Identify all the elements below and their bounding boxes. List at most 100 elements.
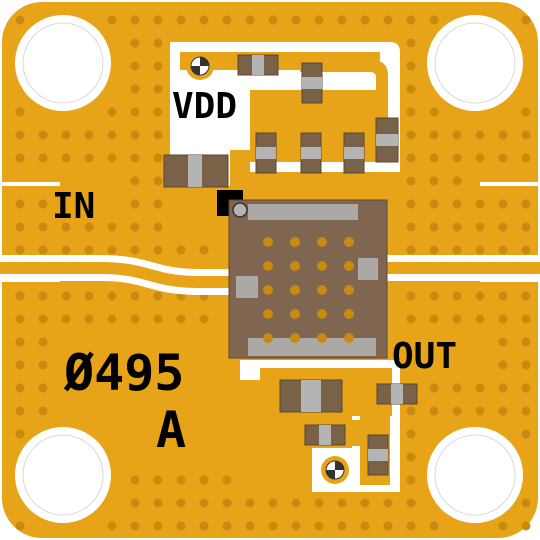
via xyxy=(84,245,94,255)
via xyxy=(107,107,117,117)
chip-via xyxy=(344,309,354,319)
chip-via xyxy=(290,309,300,319)
via xyxy=(199,15,209,25)
via xyxy=(153,222,163,232)
via xyxy=(222,475,232,485)
via xyxy=(38,222,48,232)
vdd-test-point[interactable] xyxy=(186,52,214,80)
via xyxy=(498,406,508,416)
via xyxy=(406,153,416,163)
via xyxy=(406,452,416,462)
via xyxy=(130,291,140,301)
via xyxy=(337,521,347,531)
via xyxy=(38,314,48,324)
via xyxy=(498,199,508,209)
via xyxy=(15,107,25,117)
via xyxy=(521,107,531,117)
chip-via xyxy=(317,261,327,271)
via xyxy=(245,15,255,25)
via xyxy=(521,245,531,255)
via xyxy=(130,222,140,232)
via xyxy=(176,15,186,25)
via xyxy=(107,222,117,232)
vdd-label: VDD xyxy=(172,86,237,127)
via xyxy=(38,406,48,416)
via xyxy=(153,245,163,255)
capacitor-c5 xyxy=(300,132,322,174)
mounting-hole-top-right xyxy=(427,15,523,111)
chip-via xyxy=(263,237,273,247)
via xyxy=(521,15,531,25)
via xyxy=(521,521,531,531)
chip-thermal-vias xyxy=(263,237,354,343)
via xyxy=(15,291,25,301)
capacitor-large-c7 xyxy=(163,154,229,188)
via xyxy=(475,199,485,209)
via xyxy=(406,222,416,232)
out-test-point[interactable] xyxy=(321,456,349,484)
via xyxy=(452,383,462,393)
edge-clearance-line xyxy=(480,182,540,186)
via xyxy=(475,406,485,416)
capacitor-c10 xyxy=(304,424,346,446)
via xyxy=(38,245,48,255)
via xyxy=(406,245,416,255)
via xyxy=(176,498,186,508)
via xyxy=(130,199,140,209)
chip-via xyxy=(344,261,354,271)
via xyxy=(452,130,462,140)
via xyxy=(291,498,301,508)
via xyxy=(199,521,209,531)
via xyxy=(84,153,94,163)
via xyxy=(153,176,163,186)
via xyxy=(360,15,370,25)
via xyxy=(521,130,531,140)
via xyxy=(38,383,48,393)
via xyxy=(153,84,163,94)
via xyxy=(153,314,163,324)
via xyxy=(130,130,140,140)
via xyxy=(314,521,324,531)
via xyxy=(360,521,370,531)
via xyxy=(337,15,347,25)
via xyxy=(521,498,531,508)
via xyxy=(475,245,485,255)
in-label: IN xyxy=(52,186,95,227)
via xyxy=(38,360,48,370)
via xyxy=(429,406,439,416)
via xyxy=(498,337,508,347)
via xyxy=(406,176,416,186)
via xyxy=(383,521,393,531)
via xyxy=(521,222,531,232)
via xyxy=(153,475,163,485)
via xyxy=(107,314,117,324)
via xyxy=(498,245,508,255)
via xyxy=(153,38,163,48)
via xyxy=(153,15,163,25)
via xyxy=(15,360,25,370)
via xyxy=(245,498,255,508)
via xyxy=(130,314,140,324)
via xyxy=(15,383,25,393)
chip-via xyxy=(263,333,273,343)
via xyxy=(107,245,117,255)
via xyxy=(38,291,48,301)
chip-via xyxy=(344,237,354,247)
via xyxy=(406,498,416,508)
via-field xyxy=(15,15,531,531)
via xyxy=(268,521,278,531)
out-label: OUT xyxy=(392,336,457,377)
rf-input-trace xyxy=(0,262,240,288)
via xyxy=(15,199,25,209)
via xyxy=(521,337,531,347)
via xyxy=(521,429,531,439)
via xyxy=(199,245,209,255)
via xyxy=(498,130,508,140)
via xyxy=(498,153,508,163)
via xyxy=(498,383,508,393)
via xyxy=(61,130,71,140)
chip-via xyxy=(263,309,273,319)
via xyxy=(406,84,416,94)
via xyxy=(268,498,278,508)
via xyxy=(153,521,163,531)
